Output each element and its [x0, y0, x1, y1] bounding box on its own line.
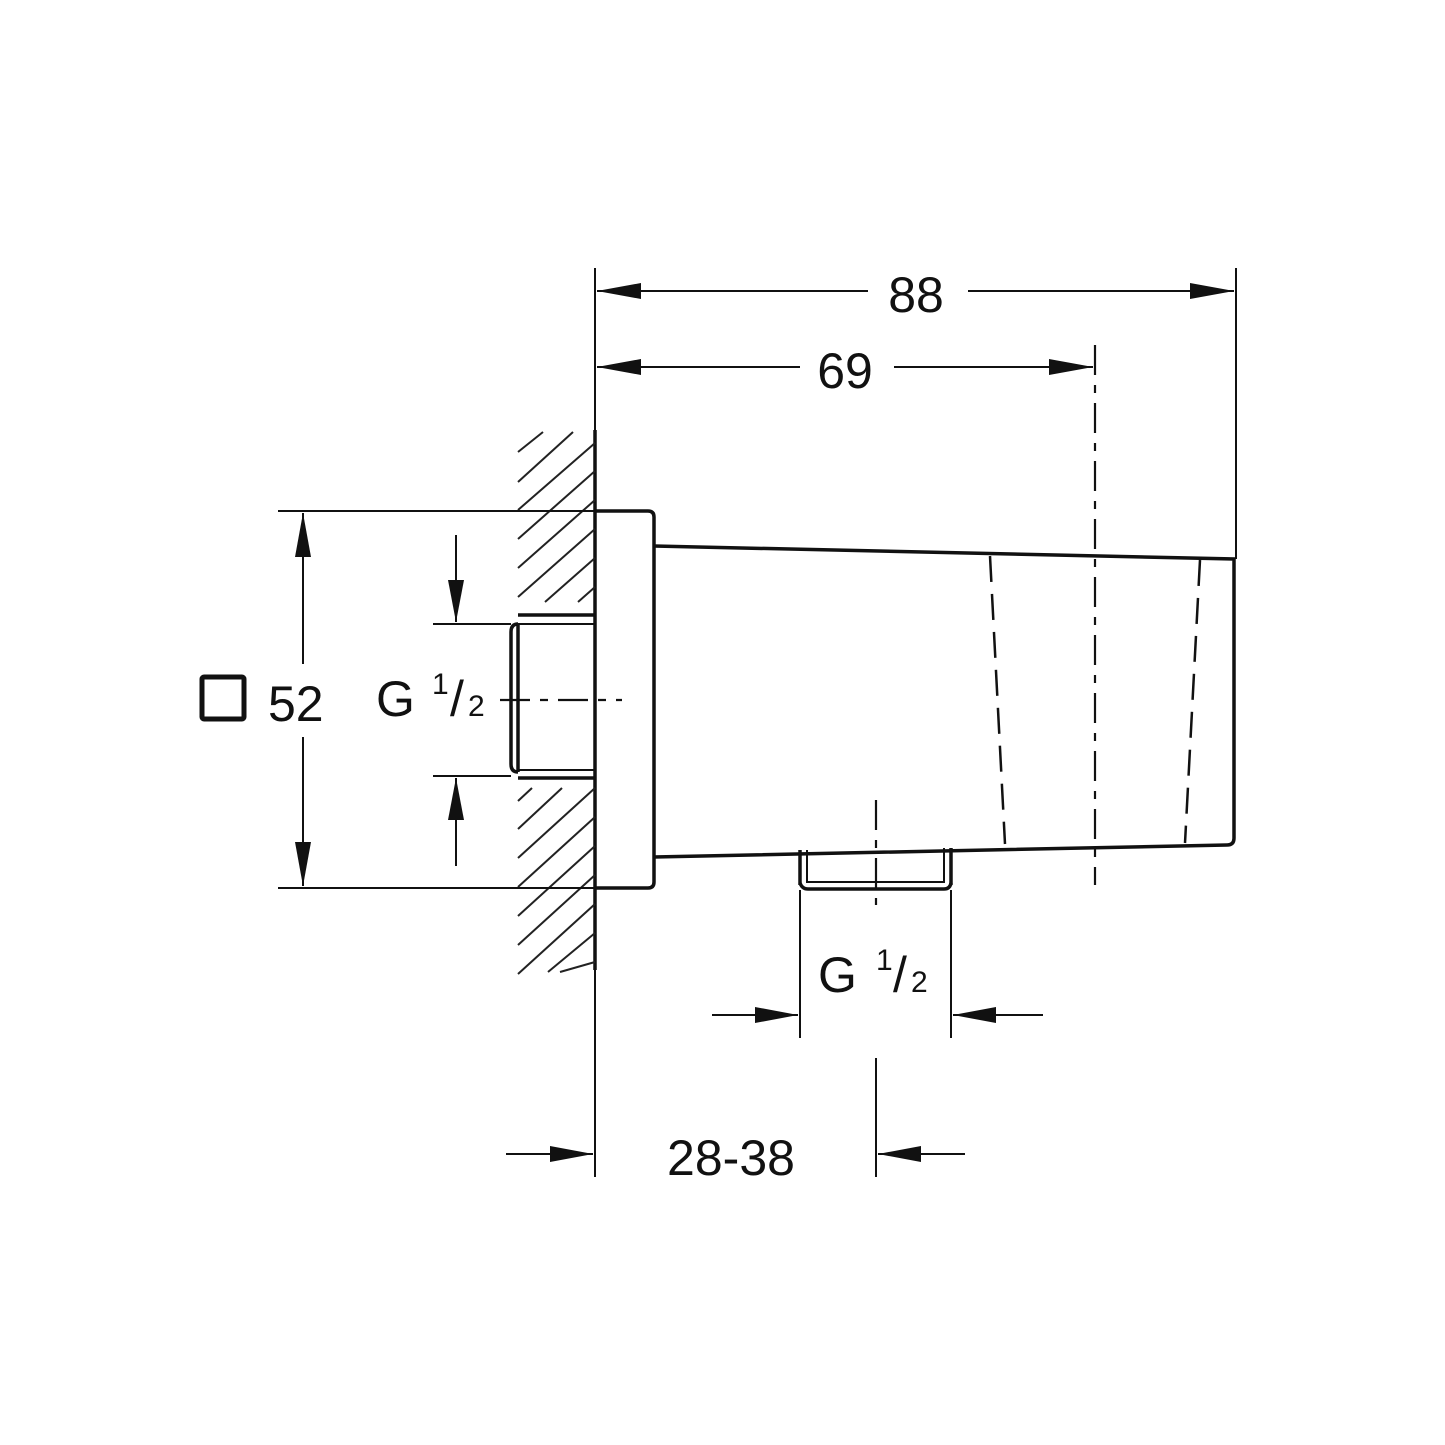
outlet-thread-label-g: G	[818, 947, 857, 1003]
inlet-thread-label-denominator: 2	[468, 690, 485, 723]
outlet-thread-label-denominator: 2	[911, 966, 928, 999]
dimension-label-28-38: 28-38	[667, 1130, 795, 1186]
inlet-thread-label-numerator: 1	[432, 668, 449, 701]
main-body	[653, 345, 1236, 885]
wall-hatching-lower	[517, 787, 596, 975]
hidden-edge-right	[1183, 559, 1202, 844]
dimension-outlet-offset: 28-38	[506, 970, 965, 1186]
wall-hatching-upper	[517, 431, 596, 603]
dimension-square-flange: 52	[199, 510, 595, 889]
inlet-thread-label-g: G	[376, 671, 415, 727]
square-flange	[595, 509, 656, 890]
dimension-label-52: 52	[268, 676, 324, 732]
outlet-thread	[798, 800, 953, 905]
wall-section	[517, 430, 597, 975]
dimension-outlet-thread: G 1 / 2	[712, 890, 1043, 1038]
dimension-body-length: 69	[597, 343, 1093, 399]
outlet-thread-label-slash: /	[893, 947, 907, 1003]
dimension-inlet-thread: G 1 / 2	[376, 535, 511, 866]
inlet-thread-label-slash: /	[450, 671, 464, 727]
dimension-label-69: 69	[817, 343, 873, 399]
dimension-overall-length: 88	[594, 267, 1237, 559]
inlet-thread	[500, 613, 622, 780]
hidden-edge-left	[988, 555, 1007, 845]
dimension-label-88: 88	[888, 267, 944, 323]
square-icon	[199, 674, 247, 722]
outlet-thread-label-numerator: 1	[876, 944, 893, 977]
